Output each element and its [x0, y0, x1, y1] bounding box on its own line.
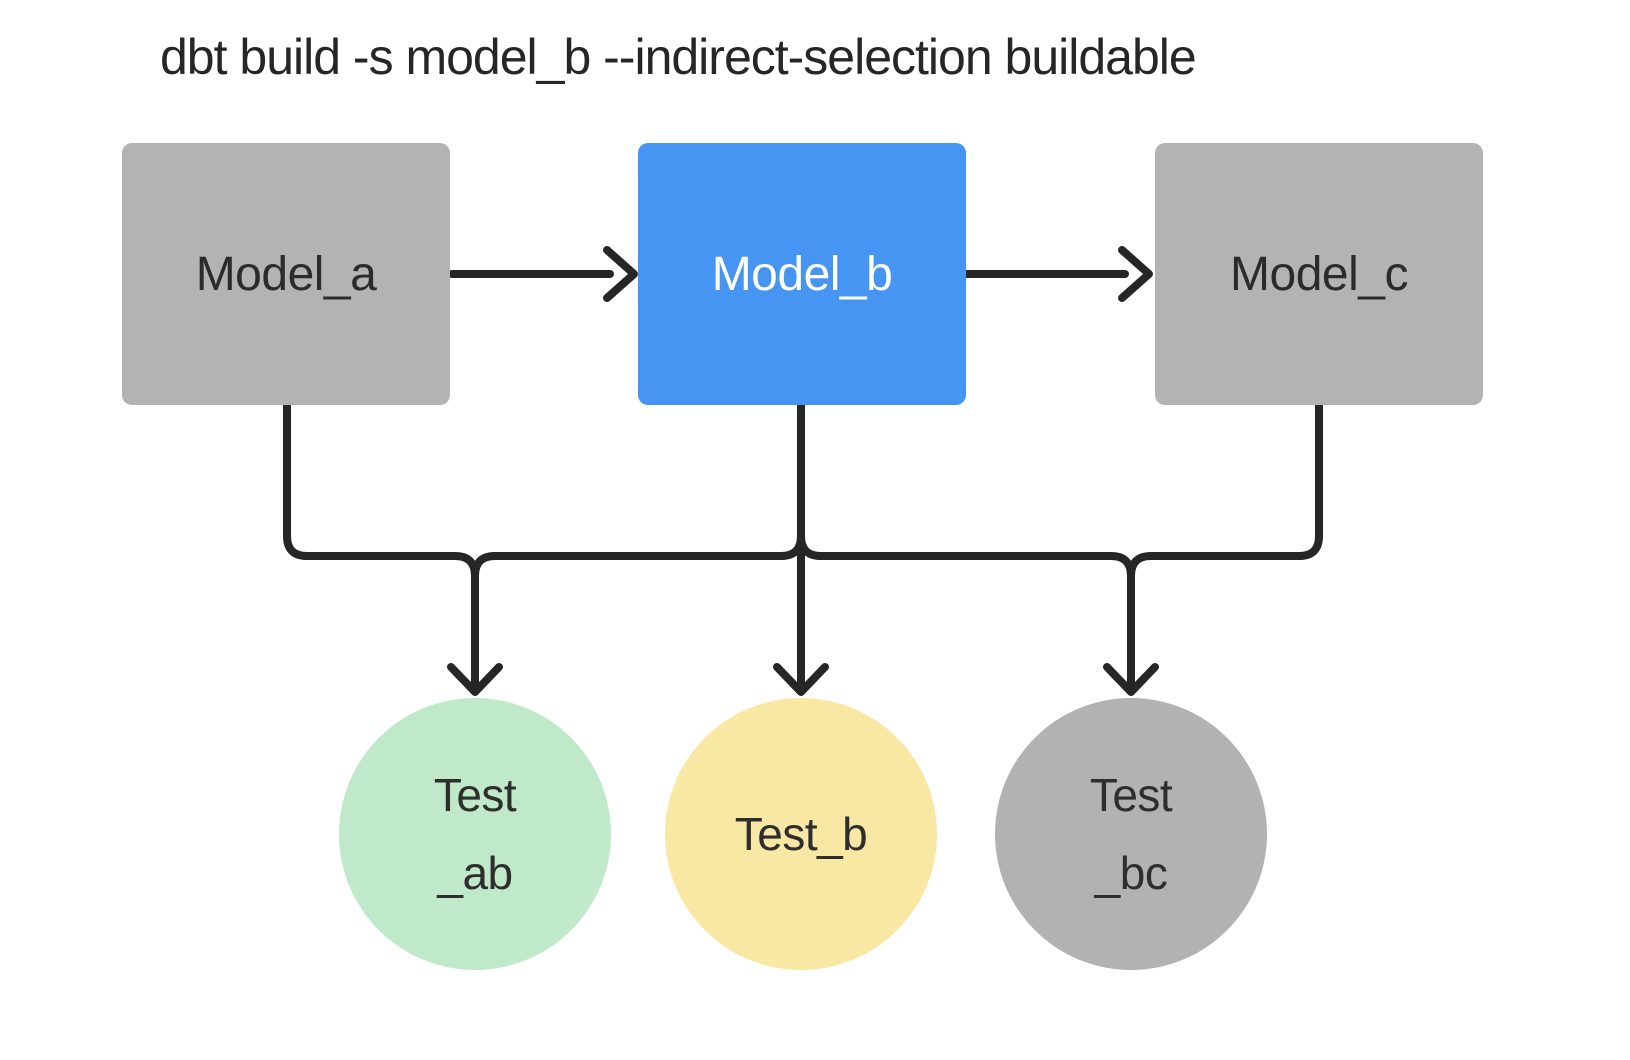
model-box-model-a: Model_a: [122, 143, 450, 405]
model-box-model-c: Model_c: [1155, 143, 1483, 405]
edge-test-bc-arrowhead: [1103, 663, 1159, 696]
test-bc-label-line1: Test: [1089, 769, 1173, 821]
test-b-label-line1: Test_b: [734, 808, 868, 860]
edge-test-b-arrowhead: [773, 663, 829, 696]
edge-model-a-to-test-ab: [283, 401, 479, 695]
page-title: dbt build -s model_b --indirect-selectio…: [160, 29, 1197, 85]
model-a-label: Model_a: [195, 247, 377, 301]
model-box-model-b: Model_b: [638, 143, 966, 405]
test-circle-test-ab: Test _ab: [339, 698, 611, 970]
edge-model-c-to-test-bc: [1127, 401, 1323, 695]
test-bc-label-line2: _bc: [1094, 847, 1168, 899]
test-circle-test-b: Test_b: [665, 698, 937, 970]
edge-test-ab-arrowhead: [447, 663, 503, 696]
model-b-label: Model_b: [711, 247, 893, 301]
test-circle-test-bc: Test _bc: [995, 698, 1267, 970]
test-ab-label-line1: Test: [433, 769, 517, 821]
edge-model-a-to-model-b-arrowhead: [603, 246, 638, 302]
edge-model-b-to-model-c-arrowhead: [1118, 246, 1153, 302]
model-c-label: Model_c: [1230, 247, 1408, 301]
edge-model-b-split-right: [797, 532, 1135, 580]
edge-model-b-split-left: [471, 532, 805, 580]
test-ab-label-line2: _ab: [437, 847, 513, 899]
